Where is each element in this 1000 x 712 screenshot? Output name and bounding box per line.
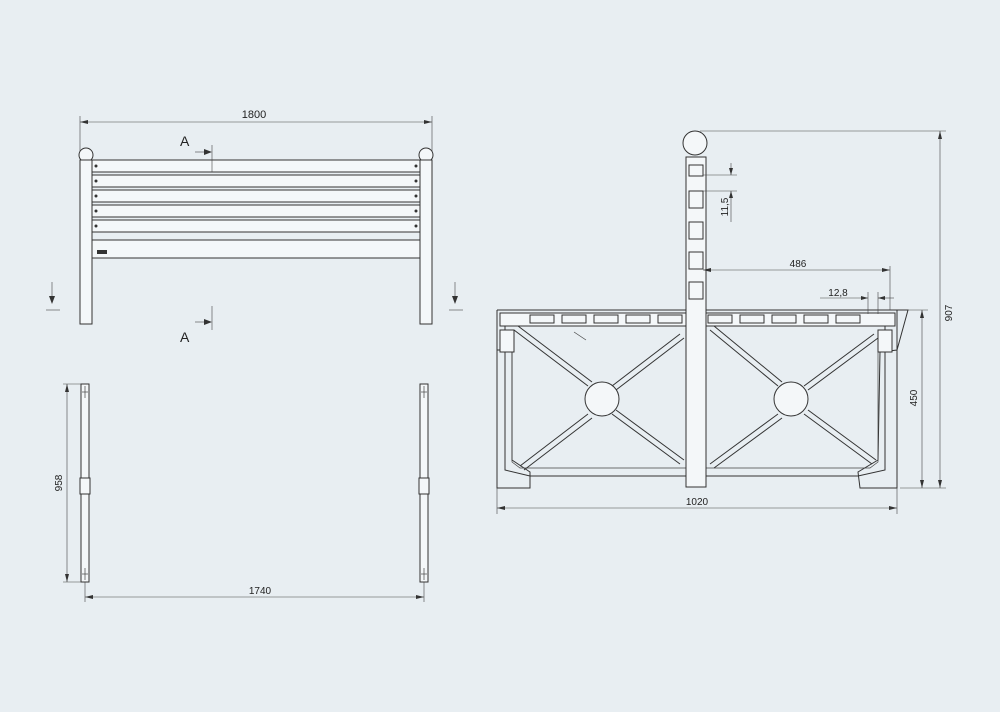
- side-view: 11,5 486 12,8 907: [496, 130, 955, 514]
- seat-front-rail: [91, 239, 421, 259]
- left-brace-hub: [584, 381, 620, 417]
- seat-height-label: 450: [909, 389, 920, 406]
- plan-view: 958 1740: [54, 383, 430, 602]
- front-view: 1800 A: [46, 109, 463, 345]
- overall-height-label: 907: [944, 304, 955, 321]
- right-cross-brace: [709, 325, 879, 469]
- dim-seat-height: 450: [908, 309, 928, 488]
- nameplate: [97, 250, 107, 254]
- dim-front-width: 1800: [79, 109, 433, 152]
- backrest-slat-profiles: [688, 164, 704, 300]
- left-cross-brace: [513, 325, 685, 471]
- front-width-label: 1800: [242, 109, 266, 121]
- overall-depth-label: 1020: [686, 497, 709, 508]
- section-marker-top: A: [180, 133, 213, 172]
- dim-plan-depth: 958: [54, 383, 81, 583]
- slat-gap-label: 11,5: [720, 197, 731, 216]
- dim-slat-gap: 11,5: [703, 163, 737, 222]
- left-center-bracket: [79, 477, 91, 495]
- dim-overall-height: 907: [700, 130, 955, 489]
- svg-text:A: A: [180, 329, 190, 345]
- backrest-offset-label: 486: [790, 259, 807, 270]
- dim-overall-depth: 1020: [496, 488, 898, 514]
- seat-slats: [529, 314, 861, 324]
- dim-slat-thickness: 12,8: [820, 288, 894, 314]
- dim-backrest-offset: 486: [703, 259, 891, 310]
- right-center-bracket: [418, 477, 430, 495]
- svg-text:A: A: [180, 133, 190, 149]
- dim-plan-span: 1740: [84, 582, 425, 602]
- slat-thickness-label: 12,8: [828, 288, 848, 299]
- post-ball-cap: [682, 130, 708, 156]
- right-brace-hub: [773, 381, 809, 417]
- right-post: [419, 159, 433, 325]
- plan-span-label: 1740: [249, 586, 272, 597]
- view-arrow-right: [449, 282, 463, 311]
- left-post: [79, 159, 93, 325]
- backrest-slats: [91, 159, 421, 233]
- section-marker-bottom: A: [180, 306, 213, 345]
- plan-depth-label: 958: [54, 474, 65, 491]
- view-arrow-left: [46, 282, 60, 311]
